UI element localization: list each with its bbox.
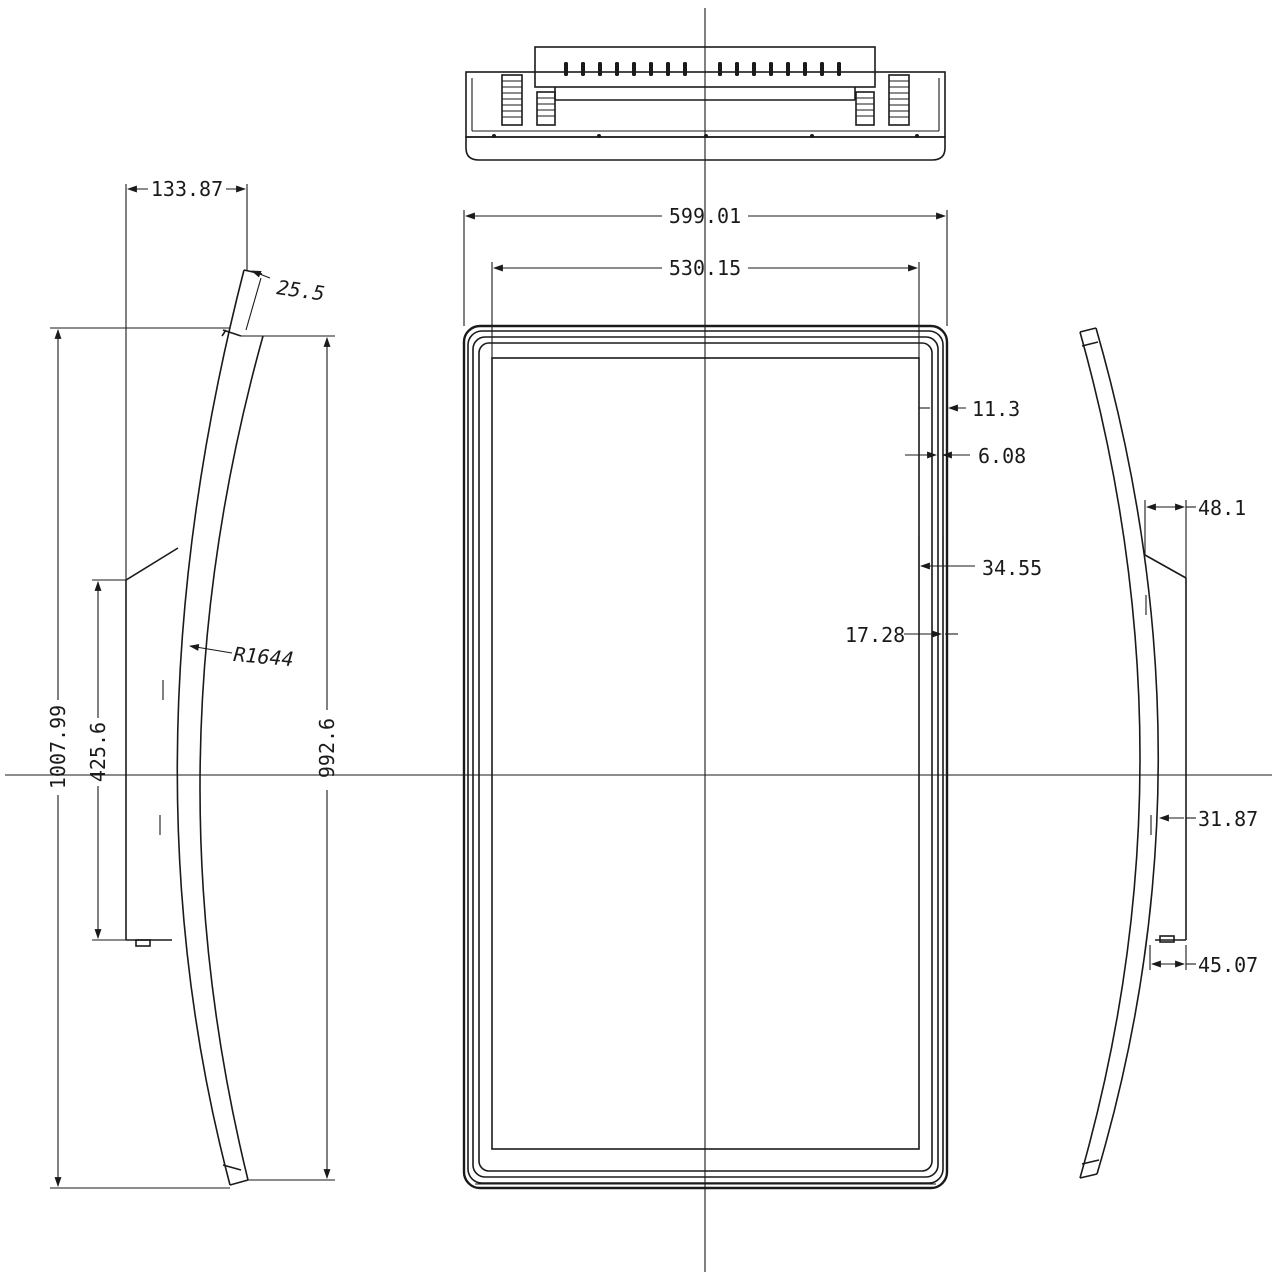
dim-width-outer: 599.01 (669, 204, 741, 228)
front-dimensions: 599.01 530.15 11.3 6.08 34.55 17.28 (463, 204, 1042, 647)
vent-slots (564, 62, 841, 76)
dim-screen-height: 992.6 (315, 718, 339, 778)
dim-bezel-3: 34.55 (982, 556, 1042, 580)
dim-mid-depth: 31.87 (1198, 807, 1258, 831)
top-view (465, 46, 946, 161)
left-side-view (125, 269, 264, 1186)
dim-mount-depth: 48.1 (1198, 496, 1246, 520)
center-lines (5, 8, 1272, 1272)
front-view (462, 324, 949, 1190)
dim-bottom-depth: 45.07 (1198, 953, 1258, 977)
dim-mount-height: 425.6 (86, 722, 110, 782)
dim-bezel-4: 17.28 (845, 623, 905, 647)
left-side-dimensions: 133.87 25.5 1007.99 425.6 992.6 R1644 (46, 177, 339, 1189)
dim-total-height: 1007.99 (46, 705, 70, 789)
dim-depth: 133.87 (151, 177, 223, 201)
side-brackets (501, 74, 910, 126)
dim-bezel-2: 6.08 (978, 444, 1026, 468)
dim-top-angle: 25.5 (275, 275, 326, 305)
right-side-view (1079, 327, 1187, 1179)
dim-bezel-1: 11.3 (972, 397, 1020, 421)
dim-radius: R1644 (233, 642, 295, 671)
dim-width-inner: 530.15 (669, 256, 741, 280)
right-side-dimensions: 48.1 31.87 45.07 (1144, 496, 1258, 977)
